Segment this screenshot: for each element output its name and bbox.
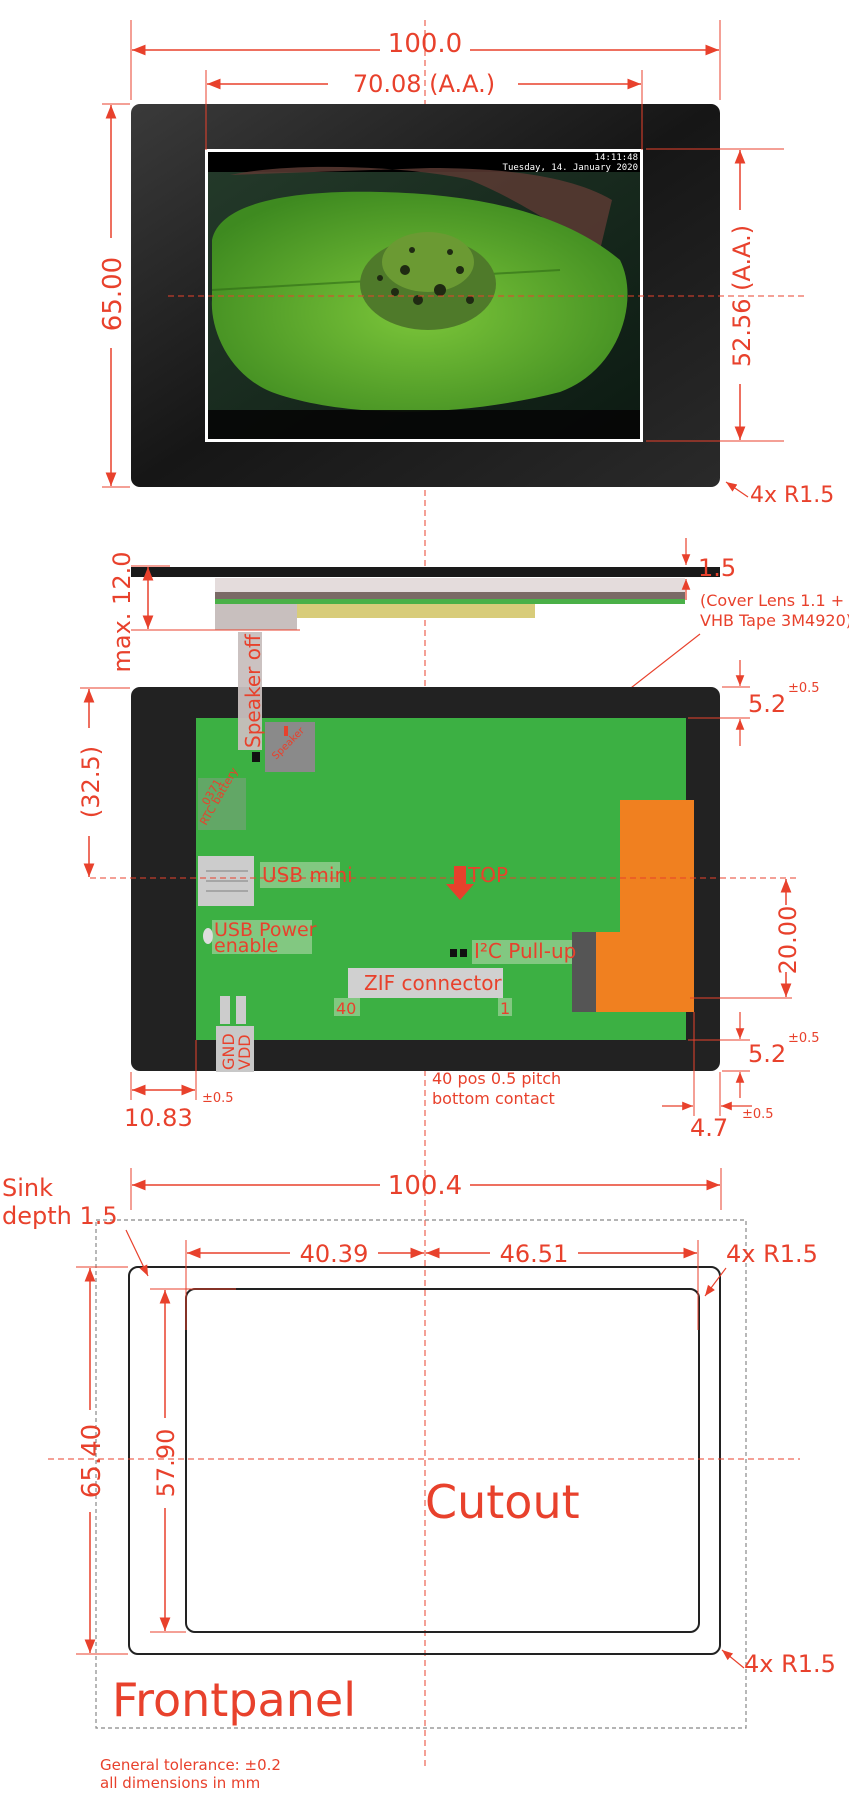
gnd-label: GND <box>219 1033 238 1070</box>
radius-bottom-label: 4x R1.5 <box>744 1650 836 1678</box>
dim-top-tol-label: ±0.5 <box>788 681 820 696</box>
dim-10-83-label: 10.83 <box>124 1104 193 1132</box>
usb-power-jumper <box>203 928 213 944</box>
dark-lily-pad <box>230 166 612 250</box>
i2c-pullup-jumper-a <box>450 949 457 957</box>
usb-power-line2: enable <box>214 935 278 957</box>
vdd-label: VDD <box>235 1034 254 1070</box>
cutout-view: 100.4 Sink depth 1.5 40.39 46.51 4x R1.5… <box>2 1168 836 1792</box>
tolerance-line2: all dimensions in mm <box>100 1774 260 1792</box>
speaker-off-label[interactable]: Speaker off <box>241 633 265 748</box>
dim-32-5-label: (32.5) <box>77 746 105 818</box>
top-label: TOP <box>467 863 508 887</box>
vdd-pin <box>236 996 246 1024</box>
frontpanel-label: Frontpanel <box>112 1673 356 1727</box>
dim-bottom-tol-label: ±0.5 <box>788 1031 820 1046</box>
gnd-vdd-bg <box>216 1026 254 1072</box>
dim-bottom-5-2-label: 5.2 <box>748 1040 786 1068</box>
zif-connector-box <box>348 968 503 998</box>
left-offset-label: 40.39 <box>300 1240 369 1268</box>
dim-10-83-tol-label: ±0.5 <box>202 1091 234 1106</box>
sink-outline <box>128 1266 721 1655</box>
radius-top-label: 4x R1.5 <box>726 1240 818 1268</box>
pcb-layer <box>215 599 685 604</box>
back-view: Speaker off Speaker 0371 RTC battery USB… <box>77 632 820 1142</box>
speaker-off-jumper <box>252 752 260 762</box>
zif-socket <box>572 932 596 1012</box>
screen-bottom-shadow <box>208 410 640 439</box>
speaker-component <box>265 722 315 772</box>
zif-note-line1: 40 pos 0.5 pitch <box>432 1069 561 1088</box>
outer-height-label: 65.40 <box>77 1424 107 1498</box>
usb-power-line1: USB Power <box>214 919 317 941</box>
frog-head <box>382 232 474 292</box>
right-offset-label: 46.51 <box>500 1240 569 1268</box>
top-arrow-shaft <box>454 866 466 884</box>
zif-connector-label: ZIF connector <box>364 971 502 995</box>
top-arrow-head <box>446 884 474 900</box>
usb-connector-side <box>215 604 297 630</box>
i2c-pullup-label-bg <box>472 940 572 964</box>
usb-mini-label-bg <box>260 862 340 888</box>
screen-time: 14:11:48 <box>595 153 638 163</box>
cutout-outline <box>185 1288 700 1633</box>
i2c-pullup-label: I²C Pull-up <box>474 939 576 963</box>
screen-date: Tuesday, 14. January 2020 <box>503 163 638 173</box>
front-radius-label: 4x R1.5 <box>750 483 834 508</box>
frog-spots <box>377 247 474 305</box>
cover-note-line2: VHB Tape 3M4920) <box>700 611 849 630</box>
tolerance-line1: General tolerance: ±0.2 <box>100 1756 281 1774</box>
flex-cable-lower <box>596 932 694 1012</box>
dim-4-7-label: 4.7 <box>690 1114 728 1142</box>
cover-thickness-label: 1.5 <box>698 554 736 582</box>
dim-4-7-tol-label: ±0.5 <box>742 1107 774 1122</box>
sink-line1: Sink <box>2 1174 53 1202</box>
zif-note-line2: bottom contact <box>432 1089 555 1108</box>
i2c-pullup-jumper-b <box>460 949 467 957</box>
rtc-battery-bg <box>198 778 246 830</box>
pin1-bg <box>498 998 512 1016</box>
usb-power-label-bg <box>212 920 312 954</box>
pin40-label: 40 <box>336 999 356 1018</box>
sink-line2: depth 1.5 <box>2 1202 118 1230</box>
inner-height-label: 57.90 <box>152 1429 180 1498</box>
front-height-label: 65.00 <box>98 257 128 331</box>
cutout-width-label: 100.4 <box>388 1171 462 1201</box>
active-width-label: 70.08 (A.A.) <box>353 70 495 98</box>
cover-note-line1: (Cover Lens 1.1 + <box>700 591 844 610</box>
frontpanel-outline <box>95 1219 747 1729</box>
pin1-label: 1 <box>500 999 510 1018</box>
gnd-pin <box>220 996 230 1024</box>
side-view: max. 12.0 1.5 (Cover Lens 1.1 + VHB Tape… <box>108 538 849 699</box>
dim-top-5-2-label: 5.2 <box>748 690 786 718</box>
front-view: 14:11:48 Tuesday, 14. January 2020 100.0… <box>98 20 834 508</box>
pin40-bg <box>334 998 360 1016</box>
dim-20-label: 20.00 <box>774 906 802 975</box>
cover-glass <box>131 567 720 577</box>
vhb-tape-layer <box>215 578 685 592</box>
front-width-label: 100.0 <box>388 29 462 59</box>
max-height-label: max. 12.0 <box>108 552 136 673</box>
cutout-label: Cutout <box>425 1475 580 1529</box>
usb-mini-label: USB mini <box>262 863 353 887</box>
lcd-layer <box>215 592 685 599</box>
fpc-side <box>297 604 535 618</box>
speaker-off-jumper-bg <box>238 632 262 750</box>
